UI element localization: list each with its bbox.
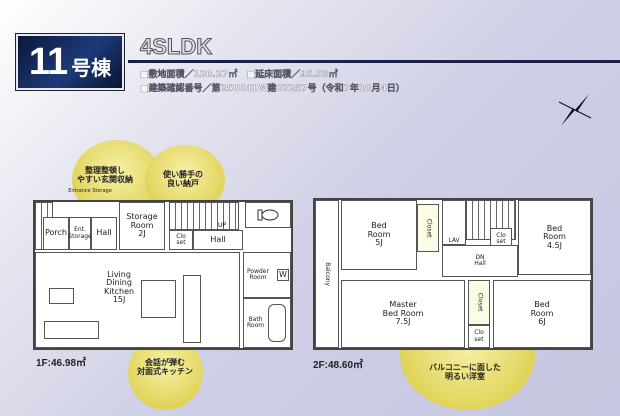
dining-table [141,280,176,318]
floor-area: ■延床面積／95.58㎡ [246,70,338,80]
toilet-icon [257,209,279,221]
room-hall-entrance: Hall [91,217,117,250]
room-storage: Storage Room 2J [119,202,165,250]
coffee-table [49,288,74,304]
compass-icon [558,94,592,126]
header-divider [128,60,620,63]
floor-plan-2f: Balcony Bed Room 5J Closet LAV Clo set D… [313,198,593,350]
room-bed-6j: Bed Room 6J [493,280,591,348]
room-bed-4-5j: Bed Room 4.5J [518,200,591,275]
site-area: ■敷地面積／120.27㎡ [140,70,238,80]
closet-label: Closet [425,218,433,238]
stairs-up-label: UP [218,222,227,229]
bath-label: Bath Room [247,315,265,329]
note-entrance-storage: 整理整頓し やすい玄関収納 [77,166,133,185]
sofa [44,321,99,339]
note-kitchen: 会話が弾む 対面式キッチン [137,358,193,377]
bathtub-icon [268,304,287,342]
balcony: Balcony [315,200,339,348]
hall-label: Hall [474,260,486,267]
room-closet-2f-d: Clo set [468,325,490,348]
room-entrance-storage: Ent. Storage [68,217,92,250]
room-closet-2f-c: Closet [468,280,490,325]
closet-label: Closet [476,293,484,312]
room-ldk: Living Dining Kitchen 15J [35,252,240,348]
area-info: ■敷地面積／120.27㎡ ■延床面積／95.58㎡ [140,67,338,80]
building-suffix: 号棟 [71,55,112,80]
balcony-label: Balcony [324,262,332,286]
room-hall-1f: Hall [193,230,243,250]
note-balcony: バルコニーに面した 明るい洋室 [429,363,501,382]
stairs-1f [169,202,239,230]
floor-1f-area: 1F:46.98㎡ [36,358,87,369]
room-bath: Bath Room [243,298,291,348]
room-closet-1f: Clo set [169,230,193,250]
room-porch: Porch [43,217,69,250]
kitchen-counter [183,275,201,343]
permit-number: ■建築確認番号／第25UDI1W建07257号（令和7年10月4日） [140,84,405,94]
note-entrance-storage-en: Entrance Storage [68,188,112,194]
layout-type: 4SLDK [139,34,213,60]
room-closet-2f-a: Closet [417,204,439,252]
powder-label: Powder Room [247,267,269,281]
room-powder: Powder Room W [243,252,291,298]
building-number: 11 [28,40,68,83]
room-lav: LAV [442,200,466,245]
room-master-bed: Master Bed Room 7.5J [341,280,465,348]
building-badge: 11 号棟 [15,33,125,91]
floor-plan-1f: Porch Ent. Storage Hall Storage Room 2J … [33,200,293,350]
note-storage: 使い勝手の 良い納戸 [163,170,203,189]
ldk-label: Living Dining Kitchen 15J [104,270,135,305]
room-bed-5j: Bed Room 5J [341,200,417,270]
washer-icon: W [276,268,289,282]
stairs-down-label: DN [475,253,485,261]
room-toilet-1f [245,202,291,228]
floor-2f-area: 2F:48.60㎡ [313,360,364,371]
